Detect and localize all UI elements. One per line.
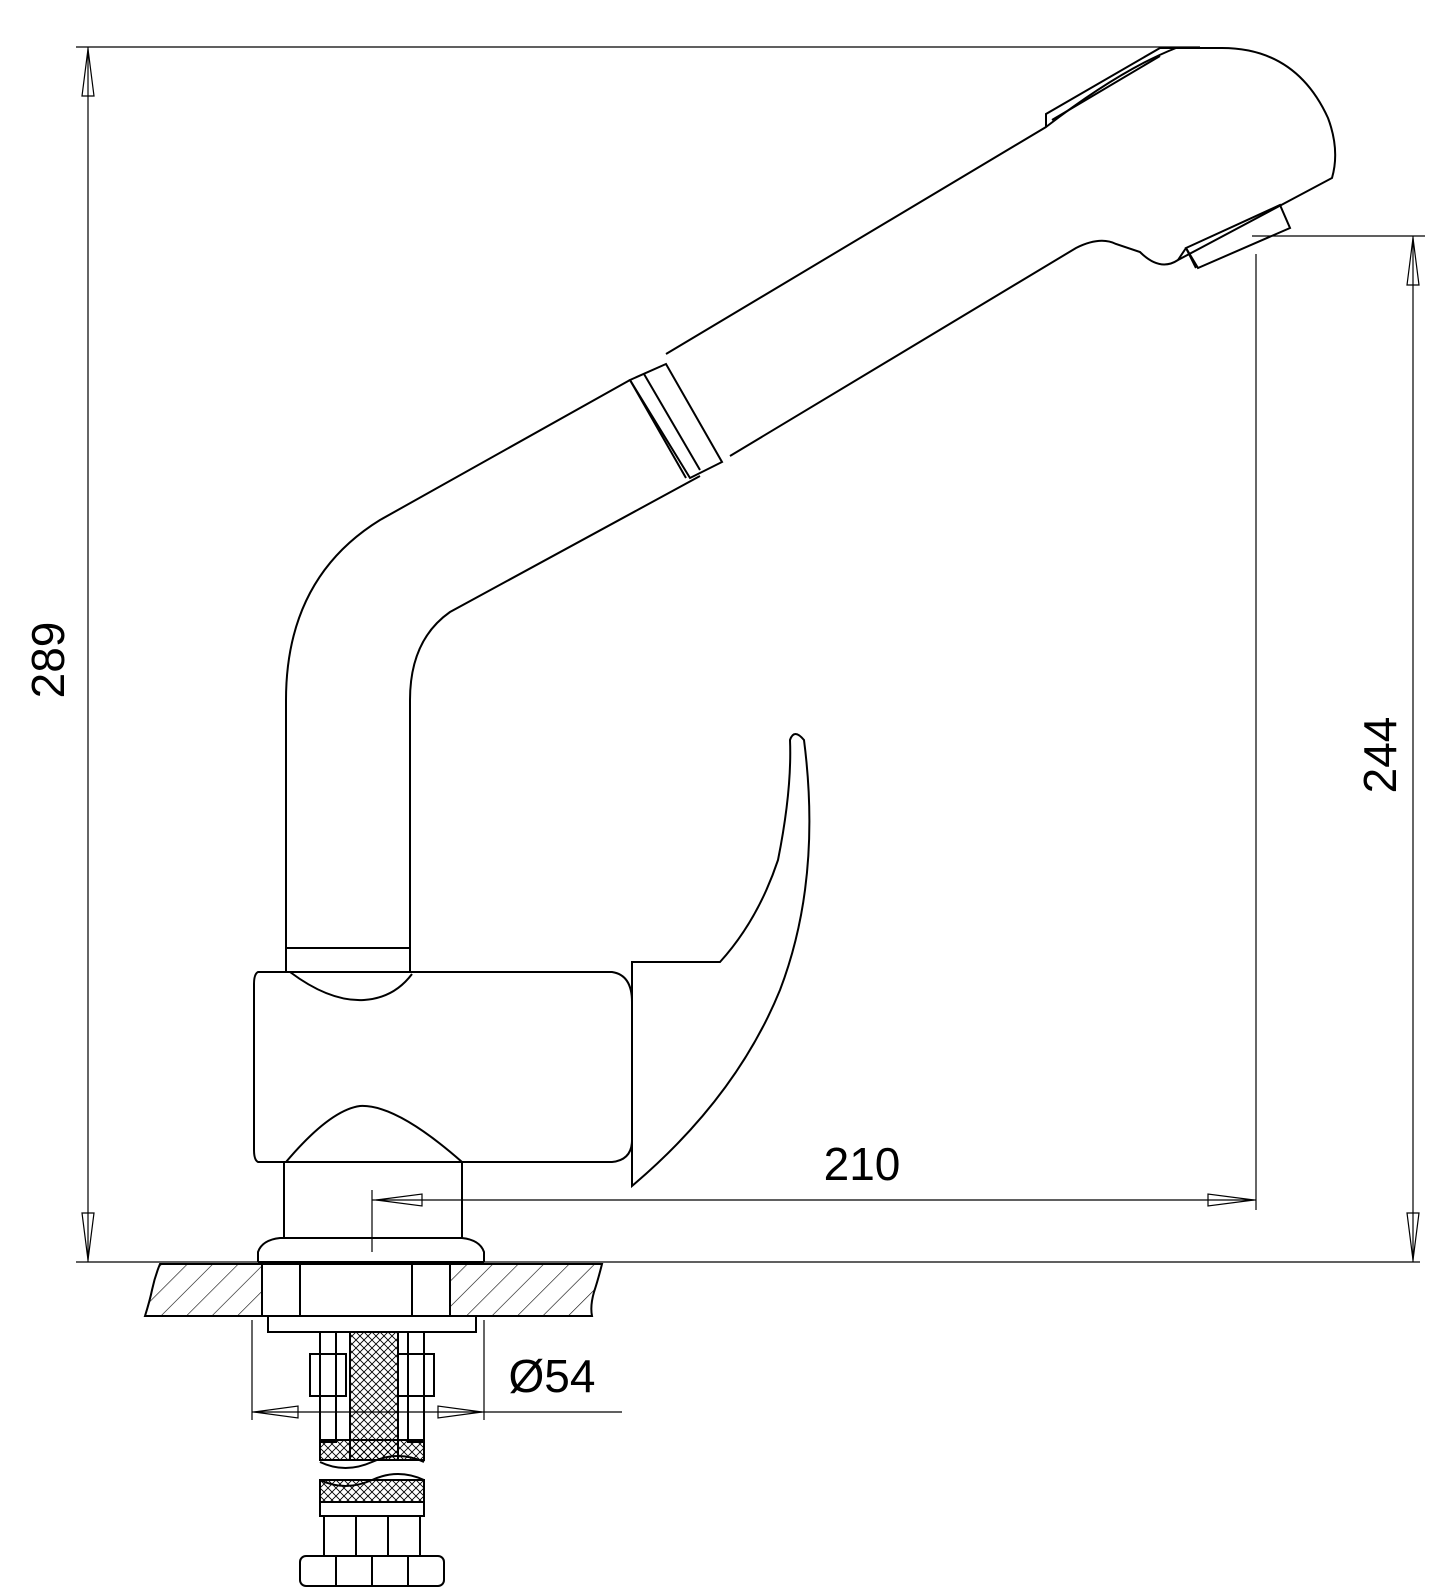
under-counter-fittings (299, 1331, 445, 1587)
diameter-label: Ø54 (509, 1350, 596, 1402)
diameter-dimension: Ø54 (251, 1320, 622, 1420)
overall-height-label: 289 (22, 622, 74, 699)
countertop-section (143, 1263, 604, 1317)
outlet-height-dimension: 244 (1252, 235, 1425, 1262)
reach-dimension: 210 (371, 254, 1257, 1252)
pullout-spray-head (665, 47, 1337, 457)
outlet-height-label: 244 (1354, 717, 1406, 794)
faucet-body (253, 733, 811, 1238)
faucet-spout (285, 362, 724, 948)
base-flange (257, 1237, 485, 1263)
mounting-bushing (261, 1263, 477, 1333)
reach-label: 210 (824, 1138, 901, 1190)
overall-height-dimension: 289 (22, 46, 1420, 1263)
